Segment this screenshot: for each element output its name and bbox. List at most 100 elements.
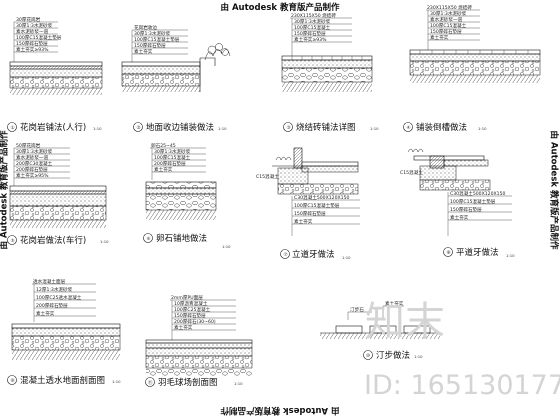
detail-5-note: 50厚花岗岩 xyxy=(16,142,41,149)
detail-9-note: 100厚C25透水混凝土 xyxy=(36,294,82,301)
detail-8-note: C15混凝土 xyxy=(400,169,423,176)
detail-2-note: 150厚碎石垫层 xyxy=(134,42,166,49)
detail-3-note: 30厚1:3水泥砂浆 xyxy=(294,18,331,25)
detail-5-note: 素水泥砂浆一道 xyxy=(16,154,49,161)
detail-5-note: 200厚碎石垫层 xyxy=(16,166,48,173)
detail-6-title: 卵石铺地做法 xyxy=(156,233,207,244)
detail-1-number: ① xyxy=(11,125,15,131)
detail-2-section xyxy=(121,43,231,92)
detail-5-title: 花岗岩做法(车行) xyxy=(20,235,86,246)
detail-7-note: C15混凝土 xyxy=(256,173,279,180)
detail-4-number-circle xyxy=(403,122,413,132)
detail-8-note: C30混凝土500X120X150 xyxy=(450,190,506,197)
detail-6-note: 30厚1:3水泥砂浆 xyxy=(154,148,191,155)
detail-10-number: ⑩ xyxy=(366,353,370,359)
detail-1-note: 100厚C15混凝土垫层 xyxy=(16,34,62,41)
detail-3-section xyxy=(281,55,373,92)
detail-4-note: 230X115X50 烧结砖 xyxy=(427,4,472,11)
detail-3-number-circle xyxy=(283,122,293,132)
detail-2-scale: 1:10 xyxy=(218,126,227,131)
detail-1-section xyxy=(9,61,103,95)
detail-11-title: 羽毛球场剖面图 xyxy=(158,377,218,388)
detail-6-note: 200厚碎石垫层 xyxy=(154,160,186,167)
detail-5-section xyxy=(9,185,107,228)
detail-8-note: 150厚碎石垫层 xyxy=(450,206,482,213)
detail-10-title: 汀步做法 xyxy=(376,350,410,361)
detail-5: 50厚花岗岩 30厚1:3水泥砂浆 素水泥砂浆一道 200厚C30混凝土 200… xyxy=(7,142,109,246)
detail-4-note: 150厚碎石垫层 xyxy=(430,28,462,35)
detail-3: 230X115X50 烧结砖 30厚1:3水泥砂浆 100厚C15混凝土 150… xyxy=(281,12,379,133)
detail-7-note: C30混凝土500X120X150 xyxy=(294,194,350,201)
detail-6-note: 卵石25~45 xyxy=(151,142,176,149)
detail-7-scale: 1:10 xyxy=(342,255,351,260)
detail-10: 汀步石 素土夯实 ⑩ 汀步做法 1:10 xyxy=(320,300,440,361)
detail-5-scale: 1:10 xyxy=(100,239,109,244)
detail-11-note: 素土夯实 xyxy=(174,324,193,331)
detail-3-number: ③ xyxy=(287,125,291,131)
detail-1-note: 30厚1:3水泥砂浆 xyxy=(16,22,53,29)
detail-7-title: 立道牙做法 xyxy=(292,249,335,260)
detail-8-note: 100厚C15混凝土垫层 xyxy=(450,198,496,205)
detail-6: 卵石25~45 30厚1:3水泥砂浆 100厚C15混凝土 200厚碎石垫层 素… xyxy=(143,142,231,249)
brand-mark-logo: 知末 xyxy=(365,299,445,345)
detail-11-section xyxy=(145,339,253,376)
detail-4: 230X115X50 烧结砖 30厚1:3水泥砂浆 素水泥砂浆一道 100厚C1… xyxy=(403,4,541,133)
detail-3-note: 230X115X50 烧结砖 xyxy=(291,12,336,19)
detail-7-note: 150厚碎石垫层 xyxy=(294,210,326,217)
detail-10-number-circle xyxy=(363,350,373,360)
detail-11-note: 100厚C25混凝土 xyxy=(174,306,211,313)
detail-11-note: 150厚碎石垫层 xyxy=(174,312,206,319)
detail-7-section xyxy=(272,147,359,195)
detail-6-number-circle xyxy=(143,233,153,243)
detail-2-number: ② xyxy=(137,125,141,131)
detail-11-scale: 1:10 xyxy=(234,381,243,386)
detail-6-note: 素土夯实 xyxy=(154,166,173,173)
detail-3-note: 150厚碎石垫层 xyxy=(294,30,326,37)
detail-8-number-circle xyxy=(443,247,453,257)
watermark-left: 由 Autodesk 教育版产品制作 xyxy=(0,130,10,250)
detail-7-note: 素土夯实 xyxy=(294,218,313,225)
detail-5-note: 200厚C30混凝土 xyxy=(16,160,53,167)
detail-9-number: ⑨ xyxy=(11,378,15,384)
detail-9-section xyxy=(11,323,121,360)
detail-8-scale: 1:10 xyxy=(506,253,515,258)
detail-7-number: ⑦ xyxy=(284,252,288,258)
detail-10-scale: 1:10 xyxy=(414,354,423,359)
detail-11-number-circle xyxy=(145,377,155,387)
detail-4-number: ④ xyxy=(407,125,411,131)
detail-2-note: 100厚C15混凝土垫层 xyxy=(134,36,180,43)
detail-10-note: 素土夯实 xyxy=(385,300,404,307)
detail-4-section xyxy=(409,49,541,83)
detail-3-note: 素土夯实≥93% xyxy=(294,36,327,43)
detail-9-note: 素土夯实 xyxy=(36,310,55,317)
detail-2: 花岗岩收边 30厚1:3水泥砂浆 100厚C15混凝土垫层 150厚碎石垫层 素… xyxy=(121,24,231,133)
detail-9-scale: 1:10 xyxy=(112,379,121,384)
detail-2-number-circle xyxy=(133,122,143,132)
detail-11-number: ⑪ xyxy=(148,379,153,386)
detail-2-note: 30厚1:3水泥砂浆 xyxy=(134,30,171,37)
detail-4-scale: 1:10 xyxy=(478,126,487,131)
detail-10-note: 汀步石 xyxy=(350,306,364,313)
detail-9-title: 混凝土透水地面剖面图 xyxy=(20,375,105,386)
detail-2-note: 素土夯实 xyxy=(134,48,153,55)
detail-1-note: 素水泥砂浆一道 xyxy=(16,28,49,35)
detail-3-title: 烧结砖铺法详图 xyxy=(296,122,356,133)
detail-1-note: 素土夯实≥93% xyxy=(16,46,49,53)
detail-11-note: 2mm厚PU面层 xyxy=(171,295,203,301)
detail-6-section xyxy=(145,181,217,220)
detail-1-note: 30厚花岗岩 xyxy=(16,16,41,23)
detail-7-number-circle xyxy=(280,249,290,259)
detail-4-note: 30厚1:3水泥砂浆 xyxy=(430,10,467,17)
detail-9-note: 透水混凝土面层 xyxy=(33,278,66,285)
detail-5-number-circle xyxy=(7,235,17,245)
detail-5-number: ⑤ xyxy=(11,238,15,244)
detail-1-title: 花岗岩铺法(人行) xyxy=(20,122,86,133)
detail-5-note: 素土夯实≥95% xyxy=(16,172,49,179)
watermark-right: 由 Autodesk 教育版产品制作 xyxy=(549,130,560,250)
detail-9-note: 200厚碎石垫层 xyxy=(36,302,68,309)
detail-5-note: 30厚1:3水泥砂浆 xyxy=(16,148,53,155)
detail-4-note: 100厚C15混凝土 xyxy=(430,22,467,29)
detail-9: 透水混凝土面层 12厚1:3水泥砂浆 100厚C25透水混凝土 200厚碎石垫层… xyxy=(7,278,121,386)
detail-1-leader xyxy=(13,21,58,62)
